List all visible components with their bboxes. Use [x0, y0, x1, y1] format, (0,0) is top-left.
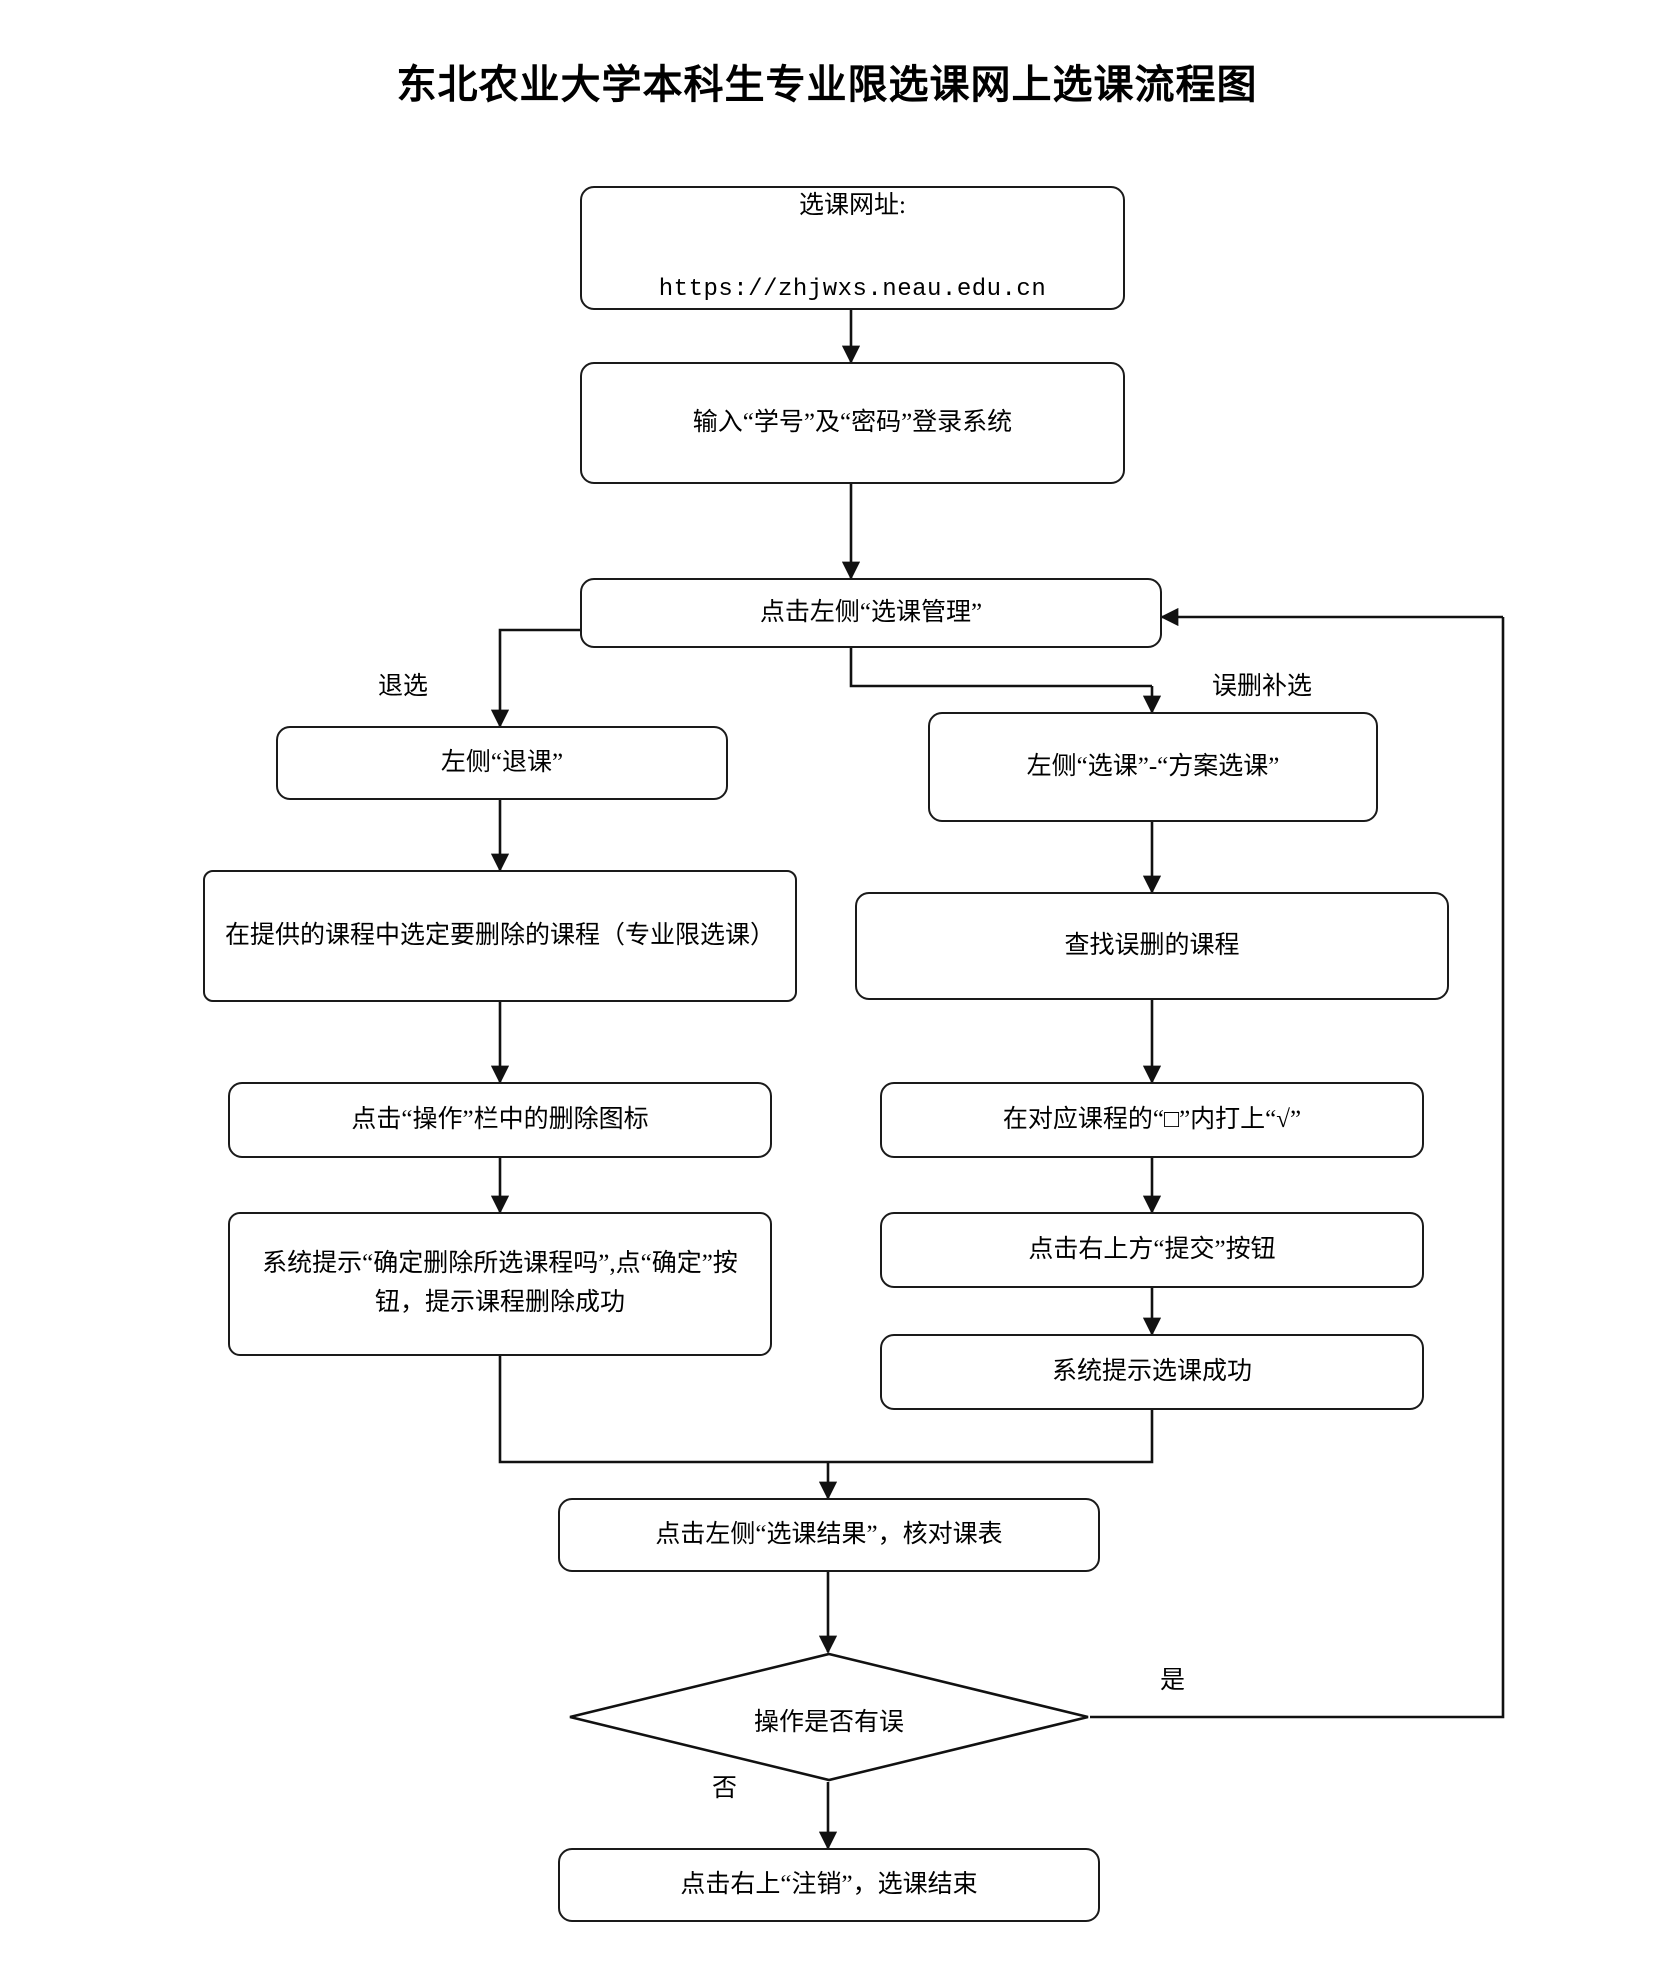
node-submit-button-label: 点击右上方“提交”按钮: [1028, 1235, 1276, 1263]
node-click-delete-icon-label: 点击“操作”栏中的删除图标: [351, 1105, 649, 1133]
node-check-checkbox-label: 在对应课程的“□”内打上“√”: [1002, 1105, 1302, 1133]
node-course-management[interactable]: 点击左侧“选课管理”: [580, 578, 1162, 648]
node-login-label: 输入“学号”及“密码”登录系统: [692, 408, 1013, 436]
page-title: 东北农业大学本科生专业限选课网上选课流程图: [396, 62, 1258, 107]
node-selection-success-label: 系统提示选课成功: [1051, 1357, 1252, 1385]
node-end-logout-label: 点击右上“注销”，选课结束: [680, 1870, 978, 1898]
node-course-management-label: 点击左侧“选课管理”: [759, 598, 983, 626]
edge-elbow-right-branch: [849, 630, 1152, 688]
node-click-delete-icon[interactable]: 点击“操作”栏中的删除图标: [228, 1082, 772, 1158]
node-drop-entry-label: 左侧“退课”: [440, 748, 564, 776]
node-start-line1: 选课网址:: [799, 192, 906, 220]
node-verify-schedule[interactable]: 点击左侧“选课结果”，核对课表: [558, 1498, 1100, 1572]
edge-label-decision-yes: 是: [1160, 1667, 1186, 1694]
node-find-deleted-course[interactable]: 查找误删的课程: [855, 892, 1449, 1000]
node-add-entry[interactable]: 左侧“选课”-“方案选课”: [928, 712, 1378, 822]
node-check-checkbox[interactable]: 在对应课程的“□”内打上“√”: [880, 1082, 1424, 1158]
edge-label-drop-branch: 退选: [378, 673, 429, 700]
node-selection-success[interactable]: 系统提示选课成功: [880, 1334, 1424, 1410]
node-submit-button[interactable]: 点击右上方“提交”按钮: [880, 1212, 1424, 1288]
edge-label-add-branch: 误删补选: [1212, 673, 1313, 700]
node-start[interactable]: 选课网址: https://zhjwxs.neau.edu.cn: [580, 186, 1125, 310]
node-login[interactable]: 输入“学号”及“密码”登录系统: [580, 362, 1125, 484]
node-find-deleted-course-label: 查找误删的课程: [1064, 931, 1240, 959]
node-add-entry-label: 左侧“选课”-“方案选课”: [1026, 752, 1280, 780]
node-drop-select-course-label: 在提供的课程中选定要删除的课程（专业限选课）: [224, 921, 775, 949]
node-drop-entry[interactable]: 左侧“退课”: [276, 726, 728, 800]
node-verify-schedule-label: 点击左侧“选课结果”，核对课表: [655, 1520, 1003, 1548]
node-end-logout[interactable]: 点击右上“注销”，选课结束: [558, 1848, 1100, 1922]
decision-diamond-shape: [569, 1652, 1089, 1782]
node-confirm-delete[interactable]: 系统提示“确定删除所选课程吗”,点“确定”按钮，提示课程删除成功: [228, 1212, 772, 1356]
node-confirm-delete-label: 系统提示“确定删除所选课程吗”,点“确定”按钮，提示课程删除成功: [262, 1250, 738, 1316]
node-start-body: 选课网址: https://zhjwxs.neau.edu.cn: [596, 143, 1109, 354]
edge-addsuccess-to-merge: [828, 1410, 1154, 1464]
node-start-url: https://zhjwxs.neau.edu.cn: [658, 276, 1047, 304]
node-decision-label: 操作是否有误: [753, 1709, 904, 1736]
edge-decision-yes-loop: [1090, 617, 1505, 1719]
edge-dropconfirm-to-merge: [498, 1356, 828, 1464]
node-decision[interactable]: 操作是否有误: [568, 1652, 1090, 1782]
edge-label-decision-no: 否: [712, 1775, 738, 1802]
node-drop-select-course[interactable]: 在提供的课程中选定要删除的课程（专业限选课）: [203, 870, 797, 1002]
